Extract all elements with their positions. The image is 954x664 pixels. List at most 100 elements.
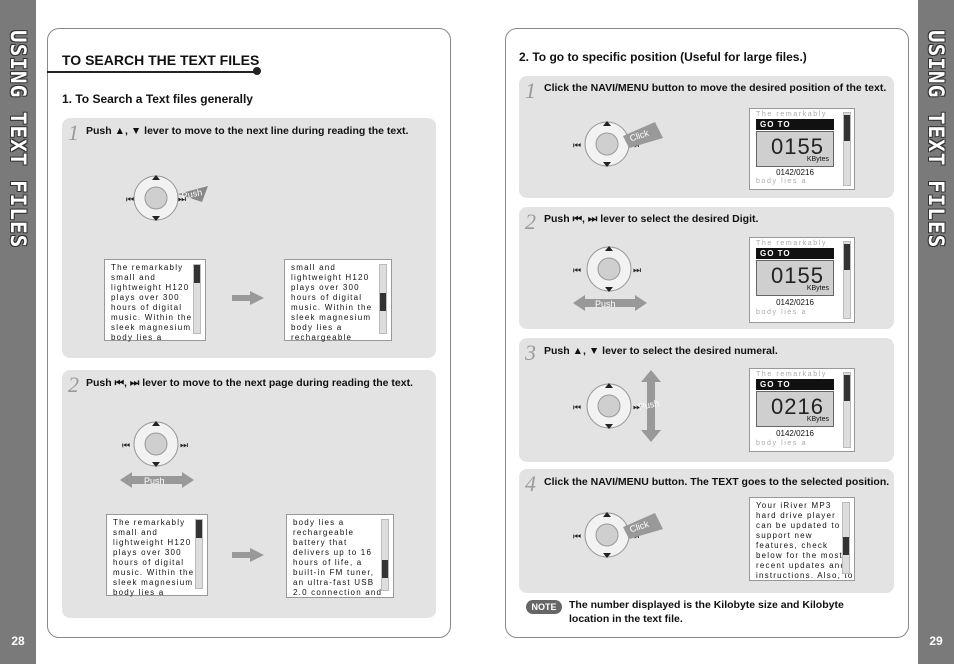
step-instruction: Push ▲, ▼ lever to select the desired nu… bbox=[544, 345, 778, 357]
goto-digit-frame: 0155 KBytes bbox=[756, 131, 834, 167]
faint-text: body lies a bbox=[756, 309, 808, 316]
screen-after: small and lightweight H120 plays over 30… bbox=[284, 259, 392, 342]
joystick-device-illustration: ⏮ ⏭ Push bbox=[120, 421, 194, 488]
step-instruction: Push ⏮, ⏭ lever to select the desired Di… bbox=[544, 213, 759, 225]
screen-line: small and bbox=[113, 528, 159, 537]
screen-line: can be updated to bbox=[756, 521, 841, 530]
up-triangle-icon: ▲ bbox=[572, 345, 583, 357]
down-triangle-icon: ▼ bbox=[588, 345, 600, 357]
right-arrow-icon bbox=[232, 548, 264, 562]
page-title: TO SEARCH THE TEXT FILES bbox=[62, 52, 260, 68]
screen-result: Your iRiver MP3 hard drive player can be… bbox=[749, 497, 855, 581]
svg-text:⏭: ⏭ bbox=[178, 194, 186, 204]
svg-text:⏮: ⏮ bbox=[126, 194, 134, 204]
goto-screen: The remarkably GO TO 0216 KBytes 0142/02… bbox=[749, 368, 855, 452]
screen-line: plays over 300 bbox=[113, 548, 182, 557]
goto-digits: 0155 bbox=[771, 263, 824, 288]
screen-line: hours of digital bbox=[291, 293, 363, 302]
scrollbar bbox=[379, 264, 387, 334]
note-badge: NOTE bbox=[526, 600, 562, 614]
screen-line: battery that bbox=[293, 538, 348, 547]
svg-text:⏭: ⏭ bbox=[180, 440, 188, 450]
page-number-right: 29 bbox=[929, 634, 943, 648]
screen-line: sleek magnesium bbox=[113, 578, 194, 587]
step-text-end: lever to move to the next page during re… bbox=[142, 377, 413, 389]
up-triangle-icon: ▲ bbox=[114, 125, 125, 137]
joystick-device-illustration: ⏮ ⏭ Click bbox=[573, 121, 663, 167]
step-number: 1 bbox=[525, 78, 536, 103]
screen-line: Your iRiver MP3 bbox=[756, 501, 832, 510]
step-box-2: 2 Push ⏮, ⏭ lever to move to the next pa… bbox=[62, 370, 436, 618]
step-box-2: 2 Push ⏮, ⏭ lever to select the desired … bbox=[519, 207, 894, 329]
screen-line: instructions. Also, to bbox=[756, 571, 854, 580]
step-text-start: Push bbox=[544, 345, 570, 357]
step-box-3: 3 Push ▲, ▼ lever to select the desired … bbox=[519, 338, 894, 462]
step-instruction: Click the NAVI/MENU button to move the d… bbox=[544, 82, 887, 94]
screen-line: built-in FM tuner, bbox=[293, 568, 375, 577]
left-side-tab: USING TEXT FILES 28 bbox=[0, 0, 36, 664]
screen-line: The remarkably bbox=[113, 518, 186, 527]
skip-forward-icon: ⏭ bbox=[129, 377, 140, 389]
screen-line: features, check bbox=[756, 541, 829, 550]
screen-line: The remarkably bbox=[111, 263, 184, 272]
faint-text: The remarkably bbox=[756, 111, 828, 118]
section-heading: 2. To go to specific position (Useful fo… bbox=[519, 50, 807, 64]
faint-text: body lies a bbox=[756, 178, 808, 185]
faint-text: The remarkably bbox=[756, 371, 828, 378]
screen-line: sleek magnesium bbox=[111, 323, 192, 332]
screen-after: body lies a rechargeable battery that de… bbox=[286, 514, 394, 598]
screen-line: body lies a bbox=[291, 323, 343, 332]
screen-line: delivers up to 16 bbox=[293, 548, 373, 557]
scrollbar bbox=[843, 241, 851, 319]
goto-unit: KBytes bbox=[806, 156, 829, 163]
step-instruction: Push ▲, ▼ lever to move to the next line… bbox=[86, 125, 409, 137]
goto-header: GO TO bbox=[756, 379, 834, 390]
svg-text:⏮: ⏮ bbox=[573, 265, 581, 275]
goto-digits: 0216 bbox=[771, 394, 824, 419]
screen-before: The remarkably small and lightweight H12… bbox=[104, 259, 206, 342]
faint-text: body lies a bbox=[756, 440, 808, 447]
scrollbar bbox=[843, 112, 851, 186]
skip-back-icon: ⏮ bbox=[572, 213, 583, 225]
screen-line: music. Within the bbox=[291, 303, 373, 312]
goto-unit: KBytes bbox=[806, 416, 829, 423]
goto-position: 0142/0216 bbox=[776, 168, 814, 177]
side-tab-label: USING TEXT FILES bbox=[924, 30, 948, 249]
goto-position: 0142/0216 bbox=[776, 429, 814, 438]
screen-before: The remarkably small and lightweight H12… bbox=[106, 514, 208, 597]
step-box-1: 1 Click the NAVI/MENU button to move the… bbox=[519, 76, 894, 198]
screen-line: small and bbox=[111, 273, 157, 282]
right-arrow-icon bbox=[232, 291, 264, 305]
scrollbar bbox=[195, 519, 203, 589]
down-triangle-icon: ▼ bbox=[130, 125, 142, 137]
step-number: 2 bbox=[525, 209, 536, 234]
screen-line: plays over 300 bbox=[111, 293, 180, 302]
screen-line: body lies a bbox=[111, 333, 163, 342]
screen-line: music. Within the bbox=[113, 568, 195, 577]
svg-text:⏮: ⏮ bbox=[573, 531, 581, 541]
screen-line: hours of digital bbox=[113, 558, 185, 567]
screen-line: rechargeable bbox=[291, 333, 353, 342]
step-box-4: 4 Click the NAVI/MENU button. The TEXT g… bbox=[519, 469, 894, 593]
page-number-left: 28 bbox=[11, 634, 25, 648]
step-text-start: Push bbox=[86, 377, 112, 389]
goto-digits: 0155 bbox=[771, 134, 824, 159]
joystick-device-illustration: ⏮ ⏭ Push bbox=[573, 370, 661, 442]
goto-screen: The remarkably GO TO 0155 KBytes 0142/02… bbox=[749, 108, 855, 190]
svg-text:⏭: ⏭ bbox=[633, 265, 641, 275]
screen-line: lightweight H120 bbox=[291, 273, 370, 282]
right-side-tab: USING TEXT FILES 29 bbox=[918, 0, 954, 664]
device-label: Push bbox=[595, 299, 616, 309]
scrollbar bbox=[381, 519, 389, 591]
goto-unit: KBytes bbox=[806, 285, 829, 292]
goto-position: 0142/0216 bbox=[776, 298, 814, 307]
note-text: The number displayed is the Kilobyte siz… bbox=[569, 599, 844, 625]
screen-line: support new bbox=[756, 531, 813, 540]
step-number: 3 bbox=[525, 340, 536, 365]
device-label: Push bbox=[638, 398, 660, 412]
screen-line: hours of life, a bbox=[293, 558, 363, 567]
device-label: Push bbox=[181, 187, 203, 201]
screen-line: below for the most bbox=[756, 551, 843, 560]
screen-line: lightweight H120 bbox=[113, 538, 192, 547]
svg-text:⏮: ⏮ bbox=[122, 440, 130, 450]
